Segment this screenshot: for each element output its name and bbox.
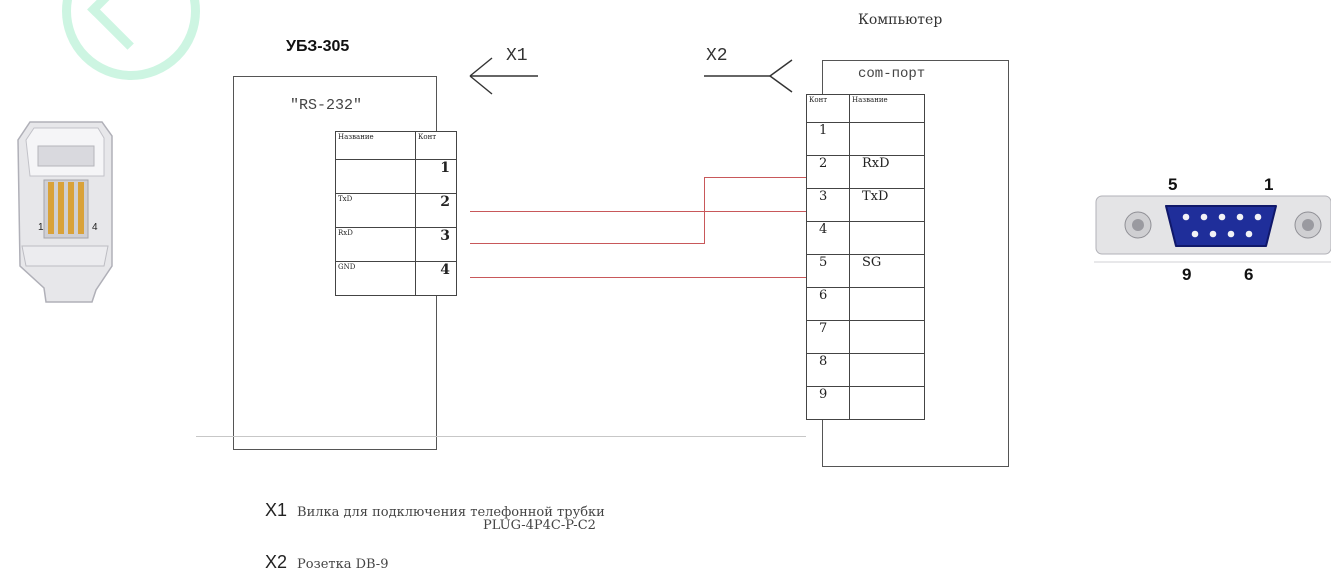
ubz-header-name: Название	[335, 131, 416, 160]
db9-pin-5-label: 5	[1168, 175, 1177, 194]
computer-row-name: SG	[849, 254, 925, 288]
computer-row-name	[849, 122, 925, 156]
rj11-pin-right-label: 4	[92, 222, 98, 233]
computer-row-name: RxD	[849, 155, 925, 189]
x2-socket-symbol	[704, 59, 793, 93]
ubz-row-name: RxD	[335, 227, 416, 262]
legend-x1-part: PLUG-4P4C-P-C2	[483, 518, 596, 533]
ubz-row-pin: 2	[415, 193, 457, 228]
wire-tx	[470, 211, 808, 212]
computer-header-pin: Конт	[806, 94, 850, 123]
ubz-row-name: GND	[335, 261, 416, 296]
wire-rx-lower	[470, 243, 705, 244]
computer-row-pin: 3	[806, 188, 850, 222]
rj11-plug-picture: 1 4	[17, 121, 113, 303]
ubz-row-name: TxD	[335, 193, 416, 228]
wire-gnd	[470, 277, 808, 278]
watermark-logo	[62, 0, 200, 80]
ubz-row-name	[335, 159, 416, 194]
wire-rx-riser	[704, 177, 705, 244]
db9-pin-6-label: 6	[1244, 265, 1253, 284]
x2-label: X2	[706, 46, 728, 66]
ubz-row-pin: 3	[415, 227, 457, 262]
db9-pins	[1182, 213, 1262, 238]
computer-row-name	[849, 320, 925, 354]
computer-row-pin: 4	[806, 221, 850, 255]
rj11-pin-left-label: 1	[38, 222, 44, 233]
computer-title: Компьютер	[858, 12, 943, 28]
computer-row-name	[849, 221, 925, 255]
ubz-row-pin: 4	[415, 261, 457, 296]
ubz-header-pin: Конт	[415, 131, 457, 160]
computer-row-name	[849, 353, 925, 387]
computer-port-label: com-порт	[858, 66, 926, 82]
ubz-title: УБЗ-305	[286, 38, 350, 55]
computer-row-pin: 7	[806, 320, 850, 354]
ubz-row-pin: 1	[415, 159, 457, 194]
db9-mount-screw-left	[1124, 211, 1152, 239]
legend-x1-label: X1	[265, 500, 288, 520]
x1-label: X1	[506, 46, 528, 66]
computer-row-pin: 8	[806, 353, 850, 387]
legend-x2: X2 Розетка DB-9	[265, 552, 388, 573]
ground-baseline	[196, 436, 806, 437]
db9-shell	[1165, 205, 1277, 247]
computer-row-pin: 9	[806, 386, 850, 420]
computer-row-pin: 1	[806, 122, 850, 156]
rj11-pins	[48, 182, 84, 234]
legend-x2-label: X2	[265, 552, 288, 572]
ubz-pin-table: Название Конт 1 TxD 2 RxD 3 GND 4	[335, 131, 457, 296]
legend-x1: X1 Вилка для подключения телефонной трубк…	[265, 500, 605, 521]
x1-plug-symbol	[469, 57, 538, 95]
computer-row-pin: 2	[806, 155, 850, 189]
computer-header-name: Название	[849, 94, 925, 123]
computer-row-pin: 5	[806, 254, 850, 288]
db9-mount-screw-right	[1294, 211, 1322, 239]
legend-x1-text: Вилка для подключения телефонной трубки	[297, 505, 605, 520]
computer-row-name	[849, 386, 925, 420]
db9-pin-9-label: 9	[1182, 265, 1191, 284]
db9-pin-1-label: 1	[1264, 175, 1273, 194]
computer-row-name: TxD	[849, 188, 925, 222]
wire-rx-upper	[704, 177, 808, 178]
computer-row-name	[849, 287, 925, 321]
legend-x2-text: Розетка DB-9	[297, 557, 389, 572]
db9-connector-picture: 5 1 9 6	[1094, 175, 1331, 284]
computer-row-pin: 6	[806, 287, 850, 321]
ubz-port-label: "RS-232"	[290, 97, 363, 114]
